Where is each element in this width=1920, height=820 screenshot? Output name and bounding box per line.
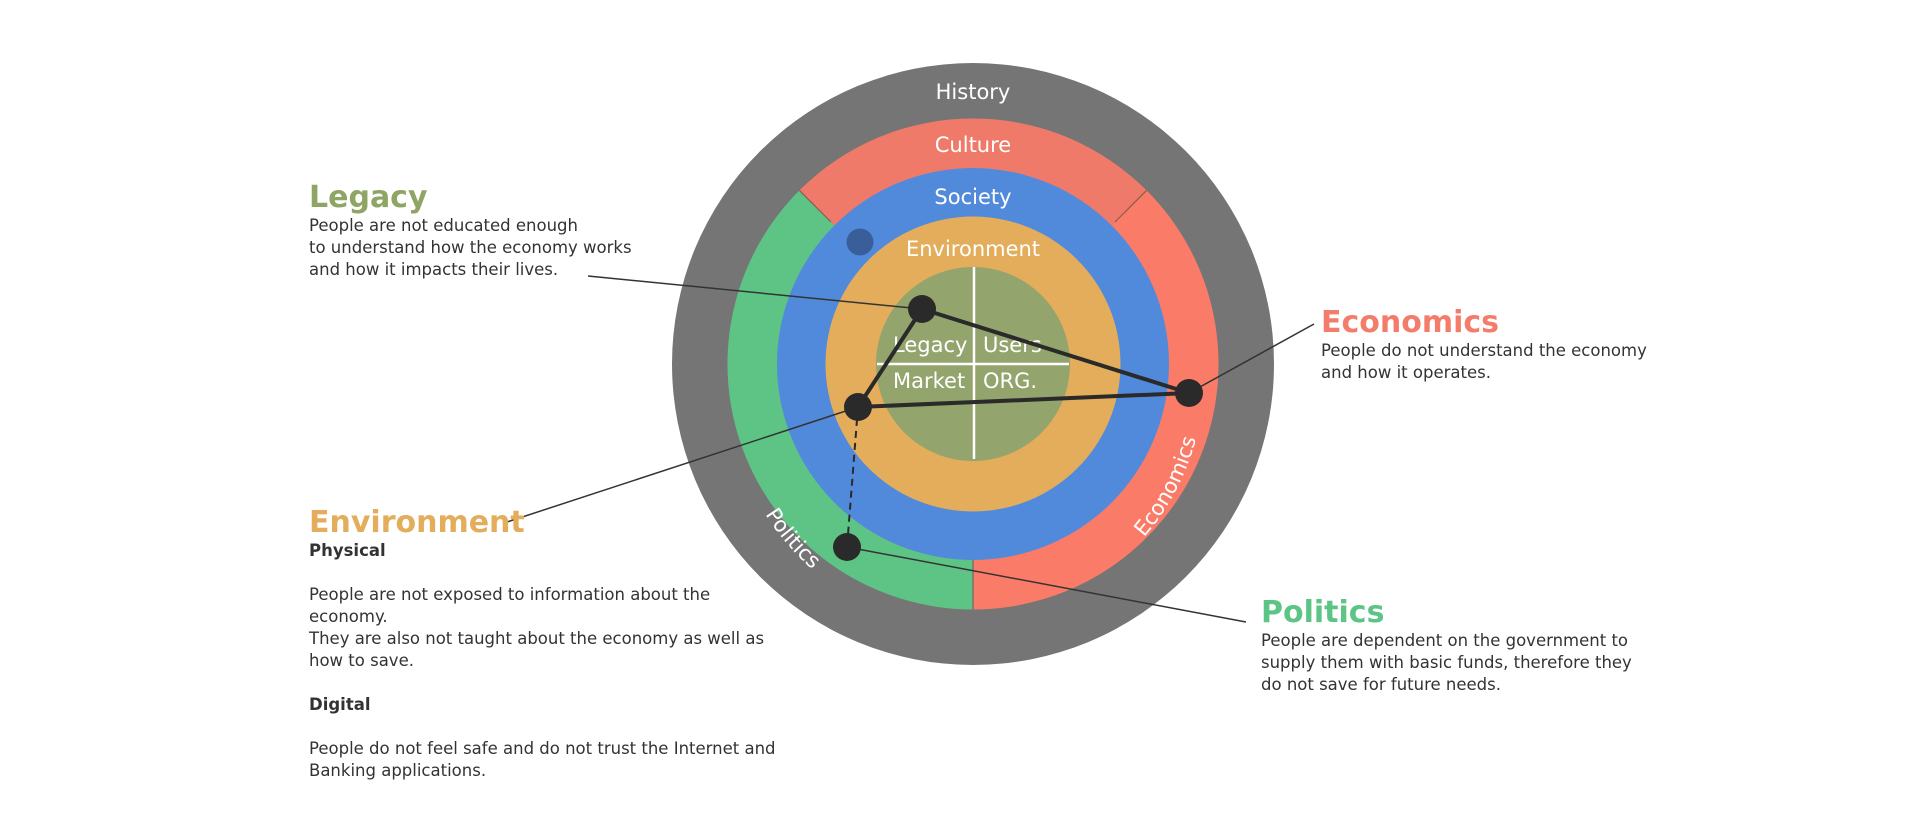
- connector-economics: [1188, 323, 1315, 394]
- politics-title: Politics: [1261, 595, 1385, 630]
- environment-physical-text: People are not exposed to information ab…: [309, 585, 765, 670]
- network-triangle: [856, 307, 1191, 409]
- node-legacy: [908, 295, 936, 323]
- environment-physical-heading: Physical: [309, 541, 386, 560]
- society-label: Society: [934, 185, 1011, 209]
- economics-note: Economics People do not understand the e…: [1321, 306, 1681, 384]
- society-marker-dot: [846, 228, 874, 256]
- node-politics: [833, 533, 861, 561]
- connector-environment: [506, 406, 859, 523]
- quadrant-org-label: ORG.: [983, 369, 1037, 393]
- economics-text: People do not understand the economy and…: [1321, 341, 1647, 382]
- connector-legacy: [587, 275, 923, 310]
- node-environment: [844, 393, 872, 421]
- legacy-note: Legacy People are not educated enough to…: [309, 181, 669, 281]
- ring-divider: [1114, 189, 1148, 223]
- environment-note: Environment Physical People are not expo…: [309, 506, 789, 782]
- quadrant-market-label: Market: [893, 369, 965, 393]
- environment-title: Environment: [309, 505, 525, 540]
- ring-divider: [798, 189, 832, 223]
- politics-text: People are dependent on the government t…: [1261, 631, 1632, 694]
- history-label: History: [936, 80, 1011, 104]
- connector-politics: [846, 546, 1247, 623]
- legacy-text: People are not educated enough to unders…: [309, 216, 632, 279]
- politics-note: Politics People are dependent on the gov…: [1261, 596, 1661, 696]
- node-economics: [1175, 379, 1203, 407]
- culture-label: Culture: [935, 133, 1011, 157]
- legacy-title: Legacy: [309, 180, 428, 215]
- environment-digital-text: People do not feel safe and do not trust…: [309, 739, 776, 780]
- economics-title: Economics: [1321, 305, 1500, 340]
- environment-label: Environment: [906, 237, 1040, 261]
- environment-digital-heading: Digital: [309, 695, 371, 714]
